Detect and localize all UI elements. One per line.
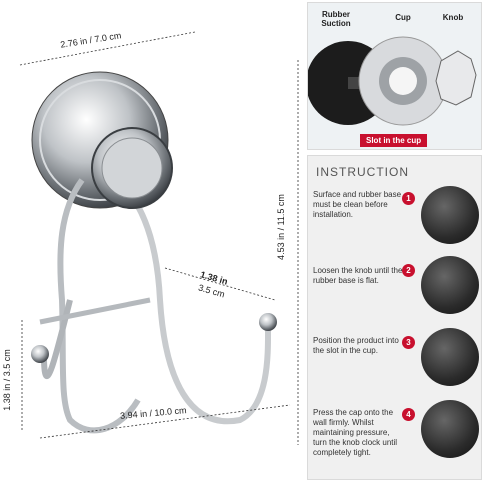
step-1-text: Surface and rubber base must be clean be…	[313, 190, 402, 219]
parts-illustration	[306, 36, 477, 126]
step-2-image	[421, 256, 479, 314]
hook-end-ball-right	[259, 313, 277, 331]
label-rubber-suction: Rubber Suction	[321, 10, 351, 28]
hook-product-illustration	[19, 31, 299, 445]
step-4-text: Press the cap onto the wall firmly. Whil…	[313, 408, 398, 457]
step-4-number: 4	[402, 408, 415, 421]
step-3-number: 3	[402, 336, 415, 349]
label-knob: Knob	[442, 13, 464, 22]
instruction-panel: INSTRUCTION Surface and rubber base must…	[307, 155, 482, 480]
step-4-image	[421, 400, 479, 458]
dimension-height-right: 4.53 in / 11.5 cm	[275, 194, 286, 260]
step-1-number: 1	[402, 192, 415, 205]
step-3-image	[421, 328, 479, 386]
step-1-image	[421, 186, 479, 244]
label-cup: Cup	[395, 13, 411, 22]
instruction-title: INSTRUCTION	[316, 165, 409, 179]
step-3-text: Position the product into the slot in th…	[313, 336, 399, 355]
label-slot-in-cup: Slot in the cup	[360, 134, 428, 147]
dimension-hook-height: 1.38 in / 3.5 cm	[1, 349, 12, 411]
parts-panel	[306, 2, 482, 150]
step-2-text: Loosen the knob until the rubber base is…	[313, 266, 403, 285]
hook-end-ball-left	[31, 345, 49, 363]
step-2-number: 2	[402, 264, 415, 277]
